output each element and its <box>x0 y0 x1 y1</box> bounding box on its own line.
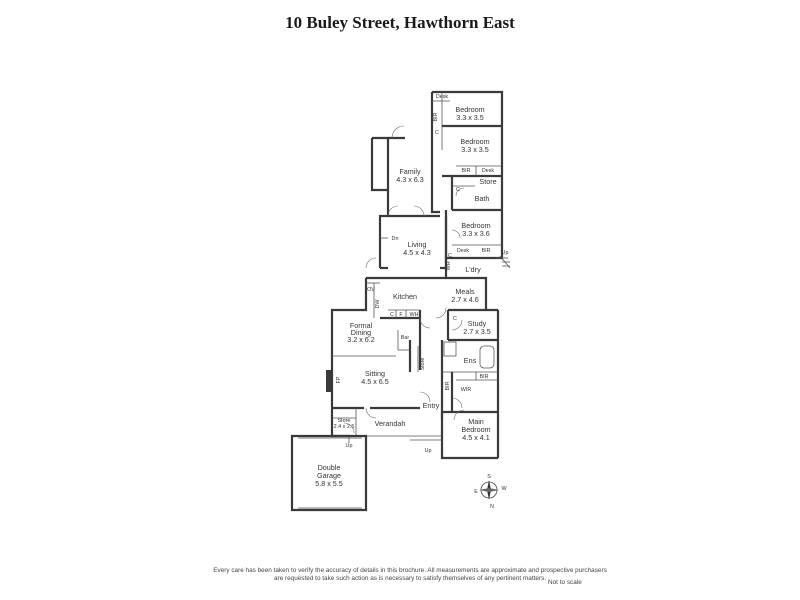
verandah-garage-walls <box>290 408 442 512</box>
central-walls <box>326 276 500 458</box>
meals-dim: 2.7 x 4.6 <box>451 295 479 304</box>
sitting-label: Sitting <box>365 369 385 378</box>
bir-label-3: BIR <box>482 248 491 254</box>
cupboard-label-4: C <box>390 312 394 318</box>
bedroom-1-label: Bedroom <box>455 105 484 114</box>
fridge-label: F <box>399 312 403 318</box>
desk-label-1: Desk <box>436 94 449 100</box>
compass-rose: S E W N <box>474 474 507 510</box>
laundry-label: L'dry <box>465 265 481 274</box>
disclaimer-line-1: Every care has been taken to verify the … <box>213 567 607 574</box>
bedroom-2-label: Bedroom <box>460 137 489 146</box>
oven-label: OV <box>367 287 375 293</box>
compass-e: E <box>474 489 478 495</box>
bar-label: Bar <box>401 335 410 341</box>
hall-store-label: Store <box>420 358 426 371</box>
compass-n: N <box>490 504 494 510</box>
bir-label-4: BIR <box>480 374 489 380</box>
desk-label-2: Desk <box>482 168 495 174</box>
main-suite-walls <box>440 338 498 460</box>
garage-store-label: Store <box>338 418 351 424</box>
main-bedroom-label-2: Bedroom <box>461 425 490 434</box>
store-label: Store <box>479 177 496 186</box>
up-label-2: Up <box>425 448 432 454</box>
living-dim: 4.5 x 4.3 <box>403 248 431 257</box>
living-label: Living <box>408 240 427 249</box>
main-bedroom-label-1: Main <box>468 417 484 426</box>
study-dim: 2.7 x 3.5 <box>463 327 491 336</box>
family-dim: 4.3 x 6.3 <box>396 175 424 184</box>
water-heater-label-2: WH <box>446 261 452 270</box>
compass-w: W <box>501 486 507 492</box>
main-bedroom-dim: 4.5 x 4.1 <box>462 433 490 442</box>
not-to-scale-note: Not to scale <box>548 579 582 586</box>
cupboard-label-2: C <box>456 187 460 193</box>
fireplace-label: FP <box>336 376 342 383</box>
bedroom-3-label: Bedroom <box>461 221 490 230</box>
bedroom-1-dim: 3.3 x 3.5 <box>456 113 484 122</box>
ensuite-label: Ens <box>464 356 477 365</box>
family-label: Family <box>399 167 421 176</box>
bir-label-5: BIR <box>445 381 451 390</box>
up-label-3: Up <box>502 250 509 256</box>
garage-store-dim: 2.4 x 2.5 <box>334 424 355 430</box>
study-label: Study <box>468 319 487 328</box>
compass-s: S <box>487 474 491 480</box>
formal-dining-label-1: Formal <box>350 321 373 330</box>
disclaimer-line-2: are requested to take such action as is … <box>273 575 547 582</box>
sitting-dim: 4.5 x 6.5 <box>361 377 389 386</box>
plan-title: 10 Buley Street, Hawthorn East <box>285 13 515 32</box>
double-garage-label-1: Double <box>318 463 341 472</box>
cupboard-label-1: C <box>435 130 439 136</box>
cupboard-label-3: C <box>448 253 452 259</box>
down-label: Dn <box>392 236 399 242</box>
disclaimer: Every care has been taken to verify the … <box>150 567 670 583</box>
bedroom-2-dim: 3.3 x 3.5 <box>461 145 489 154</box>
double-garage-dim: 5.8 x 5.5 <box>315 479 343 488</box>
up-label-1: Up <box>346 443 353 449</box>
bath-label: Bath <box>475 194 490 203</box>
dishwasher-label: DW <box>375 299 381 309</box>
wir-label: WIR <box>461 387 472 393</box>
bedroom-3-dim: 3.3 x 3.6 <box>462 229 490 238</box>
water-heater-label: WH <box>410 312 419 318</box>
verandah-label: Verandah <box>375 419 406 428</box>
meals-label: Meals <box>455 287 475 296</box>
bir-label-2: BIR <box>462 168 471 174</box>
cupboard-label-5: C <box>453 316 457 322</box>
entry-label: Entry <box>423 401 440 410</box>
formal-dining-dim: 3.2 x 6.2 <box>347 335 375 344</box>
kitchen-label: Kitchen <box>393 292 417 301</box>
formal-dining-label-2: Dining <box>351 328 371 337</box>
double-garage-label-2: Garage <box>317 471 341 480</box>
bir-label-1: BIR <box>433 112 439 121</box>
desk-label-3: Desk <box>457 248 470 254</box>
door-swings <box>343 125 511 434</box>
